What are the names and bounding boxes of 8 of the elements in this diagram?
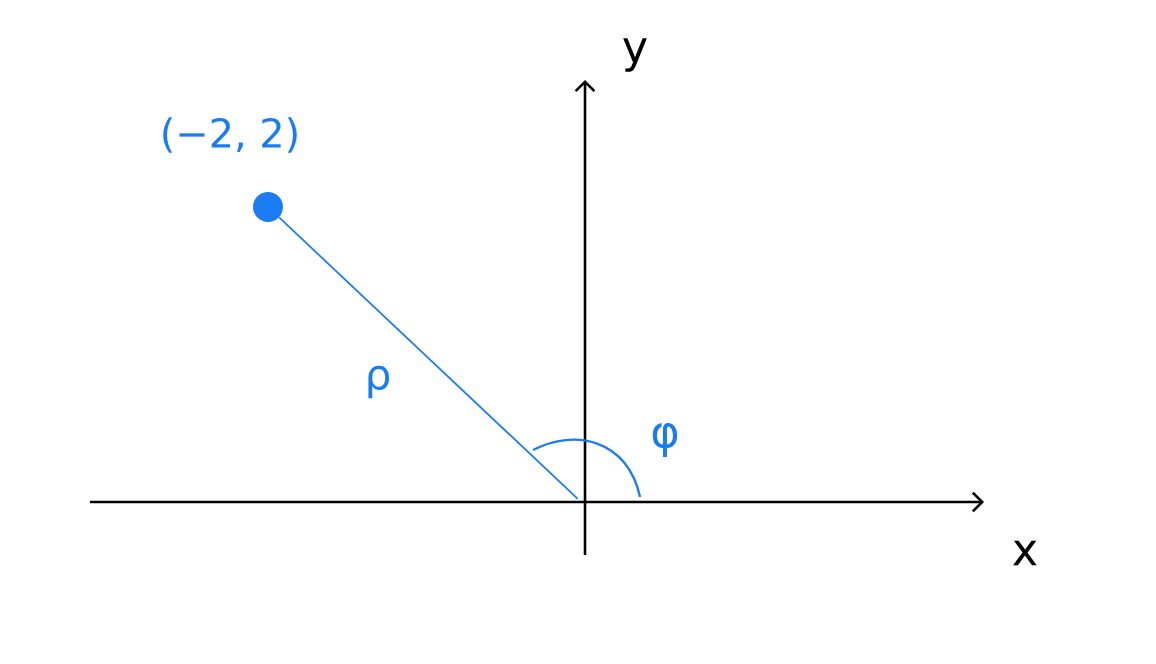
- axis-label: y: [623, 38, 647, 72]
- angle-label: φ: [652, 423, 678, 457]
- edge-label: ρ: [368, 365, 390, 399]
- angle-arc: [532, 438, 642, 498]
- axis-label: x: [1013, 540, 1037, 566]
- point-dot: [253, 192, 283, 222]
- coordinate-label: (−2, 2): [163, 117, 297, 153]
- line-segment: [278, 216, 579, 500]
